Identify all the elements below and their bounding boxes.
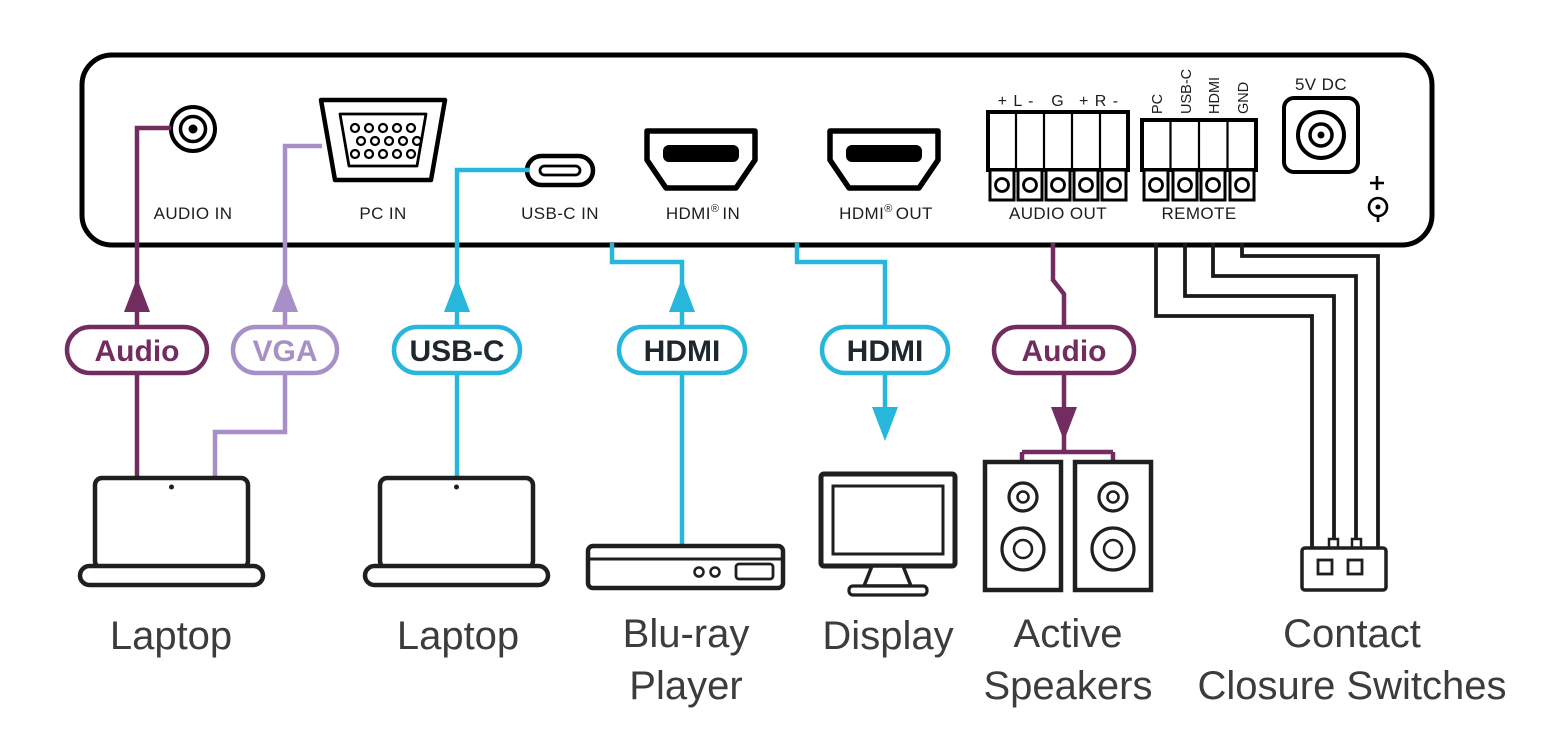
polarity-icon xyxy=(1367,176,1389,222)
hdmi-in-port: HDMI®IN xyxy=(644,128,758,223)
tag-audio-in-label: Audio xyxy=(95,335,180,368)
hdmi-out-slot xyxy=(846,145,922,162)
usb-c-in-port: USB-C IN xyxy=(521,153,599,223)
tag-usb-c: USB-C xyxy=(391,324,523,376)
remote-port: PC USB-C HDMI GND REMOTE xyxy=(1140,69,1258,223)
audio-out-terminal-g-label: G xyxy=(1051,93,1064,110)
tag-audio-in-pill xyxy=(64,324,210,376)
audio-out-cable xyxy=(1019,243,1116,464)
tag-usb-c-pill xyxy=(391,324,523,376)
tag-hdmi-in-pill xyxy=(616,324,748,376)
remote-pin-pc-label: PC xyxy=(1150,94,1166,114)
contact-label-line1: Contact xyxy=(1283,612,1421,656)
remote-cables xyxy=(1154,243,1380,550)
hdmi-out-port: HDMI®OUT xyxy=(827,128,941,223)
display-icon xyxy=(818,471,958,597)
hdmi-out-label: HDMI®OUT xyxy=(839,203,933,223)
usb-c-cable xyxy=(454,167,529,482)
laptop-2-label: Laptop xyxy=(397,614,519,658)
tag-audio-in: Audio xyxy=(64,324,210,376)
tag-vga-label: VGA xyxy=(252,335,317,368)
hdmi-in-cable xyxy=(609,243,685,550)
vga-pin-holes xyxy=(349,122,423,160)
tag-hdmi-in-label: HDMI xyxy=(644,335,721,368)
tag-hdmi-out-pill xyxy=(819,324,951,376)
contact-label-line2: Closure Switches xyxy=(1197,664,1506,708)
devices xyxy=(77,459,1388,597)
hdmi-in-slot xyxy=(663,145,739,162)
vga-arrow-up-icon xyxy=(272,278,298,312)
remote-label: REMOTE xyxy=(1161,204,1236,223)
audio-jack-center xyxy=(188,124,198,134)
laptop-1-label: Laptop xyxy=(110,614,232,658)
speakers-label-line2: Speakers xyxy=(984,664,1153,708)
remote-pin-gnd-label: GND xyxy=(1236,82,1252,114)
bluray-player-icon xyxy=(585,543,786,591)
device-labels: Laptop Laptop Blu-ray Player Display Act… xyxy=(110,612,1507,708)
laptop-2-icon xyxy=(362,475,551,588)
power-jack-pin xyxy=(1317,131,1325,139)
tag-vga: VGA xyxy=(230,324,340,376)
display-label: Display xyxy=(822,614,953,658)
bluray-display-window xyxy=(734,562,775,581)
hdmi-in-arrow-up-icon xyxy=(669,278,695,312)
hdmi-out-arrow-down-icon xyxy=(872,407,898,441)
remote-pin-usbc-label: USB-C xyxy=(1179,69,1195,114)
usb-c-in-label: USB-C IN xyxy=(521,204,599,223)
audio-out-label: AUDIO OUT xyxy=(1009,204,1107,223)
device-rear-panel: AUDIO IN PC IN xyxy=(79,52,1435,248)
tag-hdmi-out-label: HDMI xyxy=(847,335,924,368)
tag-audio-out-label: Audio xyxy=(1022,335,1107,368)
audio-out-screws xyxy=(988,168,1128,202)
pc-in-label: PC IN xyxy=(359,204,406,223)
audio-in-label: AUDIO IN xyxy=(154,204,233,223)
bluray-label-line2: Player xyxy=(629,664,742,708)
bluray-label-line1: Blu-ray xyxy=(623,612,750,656)
laptop-1-camera xyxy=(169,484,174,490)
audio-out-terminal-left-label: + L - xyxy=(998,93,1035,110)
remote-separators xyxy=(1169,120,1229,170)
pc-in-port: PC IN xyxy=(318,97,448,223)
audio-out-block-icon xyxy=(986,110,1130,172)
audio-out-port: + L - G + R - AUDIO OUT xyxy=(986,93,1130,223)
usb-c-arrow-up-icon xyxy=(444,278,470,312)
laptop-1-icon xyxy=(77,475,266,588)
power-label: 5V DC xyxy=(1295,75,1347,94)
remote-screws xyxy=(1142,168,1256,202)
tag-usb-c-label: USB-C xyxy=(410,335,505,368)
laptop-2-camera xyxy=(454,484,459,490)
audio-out-terminal-right-label: + R - xyxy=(1079,93,1119,110)
usb-c-inner-slot xyxy=(538,164,582,177)
audio-out-separators xyxy=(1014,112,1102,170)
audio-in-port: AUDIO IN xyxy=(154,105,233,223)
tag-vga-pill xyxy=(230,324,340,376)
vga-inner-outline xyxy=(338,112,428,168)
tag-audio-out-pill xyxy=(991,324,1137,376)
tag-hdmi-out: HDMI xyxy=(819,324,951,376)
power-port: 5V DC xyxy=(1282,75,1389,222)
tag-audio-out: Audio xyxy=(991,324,1137,376)
hdmi-in-label: HDMI®IN xyxy=(666,203,740,223)
active-speakers-icon xyxy=(982,459,1154,593)
cables xyxy=(124,125,1380,550)
display-stand-neck xyxy=(861,564,914,588)
display-stand-base xyxy=(847,584,929,597)
audio-in-arrow-up-icon xyxy=(124,278,150,312)
remote-pin-hdmi-label: HDMI xyxy=(1207,77,1223,114)
cable-tags: Audio VGA USB-C HDMI HDMI Audio xyxy=(64,324,1137,376)
audio-out-arrow-down-icon xyxy=(1051,407,1077,441)
speakers-label-line1: Active xyxy=(1014,612,1123,656)
tag-hdmi-in: HDMI xyxy=(616,324,748,376)
contact-closure-switches-icon xyxy=(1300,537,1388,592)
vga-cable xyxy=(212,143,322,482)
